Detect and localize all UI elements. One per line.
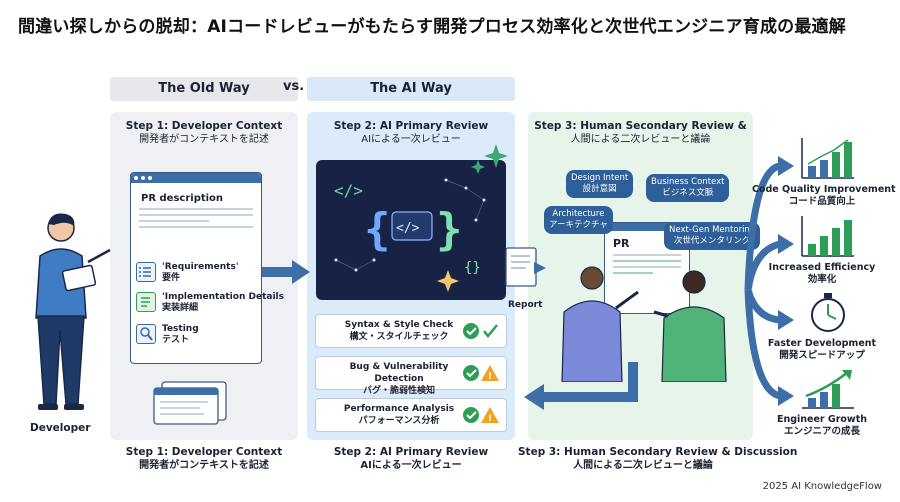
check-bug-vulnerability-jp: バグ・脆弱性検知 [362,386,435,396]
developer-illustration [35,213,111,410]
checklist-icon [136,262,156,282]
header-ai-way: The AI Way [307,77,515,101]
sparkle-icon [471,144,508,174]
step2-heading-en: Step 2: AI Primary Review [333,120,489,132]
step3-heading: Step 3: Human Secondary Review & 人間による二次… [528,120,753,146]
report-document-icon [505,247,546,287]
stopwatch-icon [811,293,845,332]
step1-bottom-label: Step 1: Developer Context 開発者がコンテキストを記述 [106,446,302,472]
growth-chart-icon [802,370,854,409]
page-title: 間違い探しからの脱却：AIコードレビューがもたらす開発プロセス効率化と次世代エン… [18,17,846,37]
bubble-next-gen-mentoring-jp: 次世代メンタリング [673,236,751,246]
stacked-windows-icon [153,381,227,425]
step1-bottom-en: Step 1: Developer Context [125,446,283,458]
bubble-architecture-jp: アーキテクチャ [549,220,608,230]
ai-code-visual: </> { } </> {} [316,160,506,300]
bubble-design-intent-jp: 設計意図 [582,184,617,194]
footer-credit: 2025 AI KnowledgeFlow [762,481,882,492]
step1-heading: Step 1: Developer Context 開発者がコンテキストを記述 [110,120,298,146]
svg-text:{}: {} [464,260,481,276]
outcome-code-quality-jp: コード品質向上 [788,196,856,207]
bubble-business-context-en: Business Context [651,177,725,187]
check-performance-analysis-en: Performance Analysis [343,404,455,414]
outcome-faster-development-jp: 開発スピードアップ [779,350,865,361]
magnifier-icon [136,324,156,344]
developer-label: Developer [30,422,91,434]
check-syntax-style-jp: 構文・スタイルチェック [349,332,449,342]
step3-heading-en: Step 3: Human Secondary Review & [534,120,747,132]
bubble-design-intent-en: Design Intent [571,173,629,183]
window-titlebar [131,173,261,183]
requirements-item-en: 'Requirements' [162,262,239,272]
step2-bottom-jp: AIによる一次レビュー [360,460,462,471]
check-bug-vulnerability-en: Bug & Vulnerability Detection [349,362,449,384]
bar-chart-icon [801,216,854,257]
bubble-business-context-jp: ビジネス文脈 [662,188,714,198]
check-syntax-style-en: Syntax & Style Check [344,320,454,330]
step3-bottom-en: Step 3: Human Secondary Review & Discuss… [518,446,798,458]
check-performance-analysis: Performance Analysis パフォーマンス分析 ! [315,398,507,432]
svg-text:</>: </> [396,221,420,236]
step2-heading-jp: AIによる一次レビュー [361,134,461,145]
testing-item-jp: テスト [162,335,190,345]
pr-description-title: PR description [141,193,224,204]
reviewers-illustration [561,266,727,382]
requirements-item-jp: 要件 [162,273,181,283]
step3-bottom-jp: 人間による二次レビューと議論 [573,460,713,471]
document-icon [136,292,156,312]
outcome-engineer-growth-jp: エンジニアの成長 [783,426,860,437]
outcome-arrows [744,156,794,406]
bar-chart-icon [801,138,854,179]
svg-text:}: } [436,204,463,255]
implementation-details-item-jp: 実装詳細 [162,303,199,313]
pr-window-titlebar [605,223,689,231]
outcome-faster-development-en: Faster Development [767,338,877,349]
svg-text:!: ! [488,414,492,424]
check-syntax-style: Syntax & Style Check 構文・スタイルチェック [315,314,507,348]
step1-bottom-jp: 開発者がコンテキストを記述 [139,460,269,471]
testing-item-en: Testing [162,324,199,334]
bubble-architecture-en: Architecture [552,209,605,219]
implementation-details-item-en: 'Implementation Details [162,292,284,302]
outcome-efficiency-en: Increased Efficiency [768,262,876,273]
bubble-next-gen-mentoring-en: Next-Gen Mentoring [669,225,756,235]
step3-bottom-label: Step 3: Human Secondary Review & Discuss… [518,446,798,472]
step2-heading: Step 2: AI Primary Review AIによる一次レビュー [307,120,515,146]
step1-heading-jp: 開発者がコンテキストを記述 [139,134,269,145]
svg-text:{: { [364,204,391,255]
return-arrow [524,362,638,410]
pr-window-title: PR [613,237,630,250]
step3-heading-jp: 人間による二次レビューと議論 [570,134,711,145]
step2-bottom-en: Step 2: AI Primary Review [333,446,489,458]
report-label: Report [508,300,543,310]
svg-text:</>: </> [334,181,363,200]
flow-arrow-1 [262,260,310,284]
header-old-way: The Old Way [110,77,298,101]
svg-text:!: ! [488,372,492,382]
header-vs: vs. [283,79,305,94]
outcome-efficiency-jp: 効率化 [807,274,837,285]
outcome-code-quality-en: Code Quality Improvement [752,184,896,195]
outcome-engineer-growth-en: Engineer Growth [776,414,868,425]
check-performance-analysis-jp: パフォーマンス分析 [358,416,440,426]
requirements-item: 'Requirements'要件 [162,262,239,284]
check-bug-vulnerability: Bug & Vulnerability Detection バグ・脆弱性検知 ! [315,356,507,396]
step1-heading-en: Step 1: Developer Context [125,120,283,132]
